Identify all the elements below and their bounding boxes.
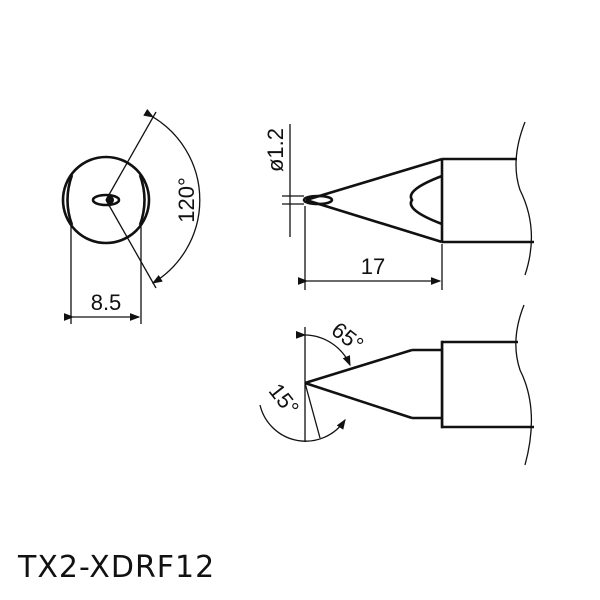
- model-name-label: TX2-XDRF12: [18, 550, 216, 585]
- side-view: ø1.2 17: [263, 121, 534, 290]
- diameter-label: ø1.2: [263, 128, 288, 172]
- angle-65-label: 65°: [327, 317, 369, 357]
- angle-line-lower: [105, 199, 157, 289]
- width-8.5-label: 8.5: [91, 290, 122, 315]
- top-view: 65° 15°: [259, 304, 534, 466]
- angle-120-label: 120°: [174, 177, 199, 223]
- angle-15-label: 15°: [264, 379, 304, 421]
- tip-slot: [302, 194, 334, 206]
- angle-65-arc: [295, 330, 351, 367]
- chisel-face: [409, 174, 443, 226]
- angle-arc: [143, 108, 201, 284]
- angle-line-upper: [105, 111, 157, 201]
- center-slot: [91, 193, 121, 207]
- angle-15-arc: [259, 404, 346, 442]
- right-flat: [138, 174, 146, 226]
- break-line-upper: [515, 121, 533, 276]
- left-flat: [66, 174, 74, 226]
- front-view: 120° 8.5: [61, 108, 201, 324]
- break-line-lower: [515, 304, 533, 466]
- length-17-label: 17: [361, 254, 385, 279]
